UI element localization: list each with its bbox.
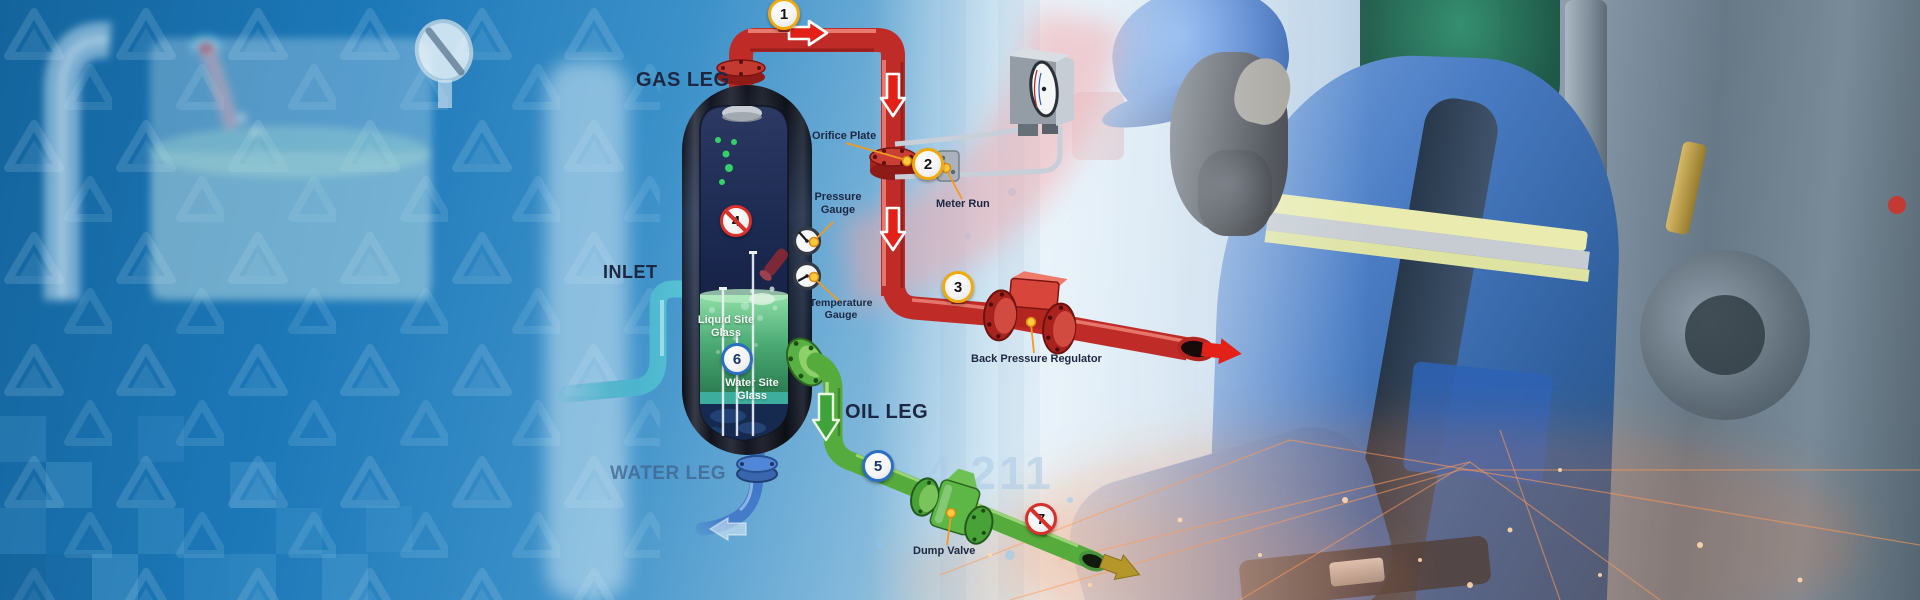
water-site-glass-label: Water Site Glass bbox=[725, 377, 779, 402]
gas-flow-arrow-down-1 bbox=[879, 72, 907, 118]
step-marker-6: 6 bbox=[721, 343, 753, 375]
marker-3-number: 3 bbox=[953, 278, 963, 296]
inlet-pipe bbox=[557, 278, 699, 403]
back-pressure-regulator-body bbox=[983, 271, 1077, 355]
marker-5-number: 5 bbox=[873, 457, 883, 475]
marker-1-number: 1 bbox=[779, 5, 789, 23]
pressure-gauge-dial bbox=[792, 226, 822, 256]
temperature-gauge-label: Temperature Gauge bbox=[809, 297, 873, 322]
orifice-plate-label: Orifice Plate bbox=[812, 130, 877, 142]
vessel-top-flange bbox=[716, 59, 766, 85]
laser-lines bbox=[939, 429, 1920, 600]
marker-4-number: 4 bbox=[731, 212, 741, 230]
pressure-gauge-label: Pressure Gauge bbox=[814, 191, 862, 216]
gas-leg-label: GAS LEG bbox=[636, 69, 730, 91]
water-flow-arrow bbox=[708, 516, 747, 542]
dump-valve-body bbox=[910, 468, 994, 545]
step-marker-3: 3 bbox=[942, 271, 974, 303]
step-marker-2: 2 bbox=[912, 148, 944, 180]
mosaic-squares bbox=[0, 416, 412, 600]
inlet-label: INLET bbox=[603, 262, 658, 282]
dump-valve-label: Dump Valve bbox=[913, 545, 976, 557]
temperature-gauge-dial bbox=[792, 261, 822, 291]
oil-leg-pipe bbox=[785, 337, 1108, 572]
step-marker-5: 5 bbox=[862, 450, 894, 482]
liquid-bubbles bbox=[709, 302, 778, 354]
marker-2-number: 2 bbox=[923, 155, 933, 173]
flow-arrows bbox=[787, 19, 1242, 581]
step-marker-1: 1 bbox=[768, 0, 800, 30]
pouring-tank-render bbox=[44, 21, 432, 300]
back-pressure-regulator-label: Back Pressure Regulator bbox=[971, 353, 1102, 365]
gas-flow-arrow-right bbox=[787, 19, 829, 47]
chart-recorder bbox=[1010, 48, 1074, 136]
valve-wheel-icon bbox=[414, 19, 474, 108]
machinery-flange-hub bbox=[1685, 295, 1765, 375]
leader-dots bbox=[808, 155, 1037, 519]
oil-leg-label: OIL LEG bbox=[845, 401, 929, 423]
pale-column bbox=[546, 60, 628, 600]
oil-flow-arrow-down bbox=[811, 392, 841, 442]
marker-6-number: 6 bbox=[732, 350, 742, 368]
spark-dots bbox=[988, 468, 1803, 588]
oil-outlet-arrow bbox=[1098, 553, 1141, 581]
red-knob bbox=[1888, 196, 1906, 214]
gas-outlet-arrow bbox=[1201, 338, 1242, 365]
marker-7-number: 7 bbox=[1036, 510, 1046, 528]
separator-vessel bbox=[682, 85, 822, 455]
water-leg-label: WATER LEG bbox=[610, 463, 727, 484]
inlet-spout bbox=[759, 248, 788, 281]
gas-flow-arrow-down-2 bbox=[879, 206, 907, 252]
liquid-site-glass-label: Liquid Site Glass bbox=[697, 314, 755, 339]
meter-run-assembly bbox=[894, 48, 1074, 182]
meter-run-label: Meter Run bbox=[936, 198, 990, 210]
step-marker-4: 4 bbox=[720, 205, 752, 237]
condensate-droplets bbox=[715, 137, 737, 185]
step-marker-7: 7 bbox=[1025, 503, 1057, 535]
